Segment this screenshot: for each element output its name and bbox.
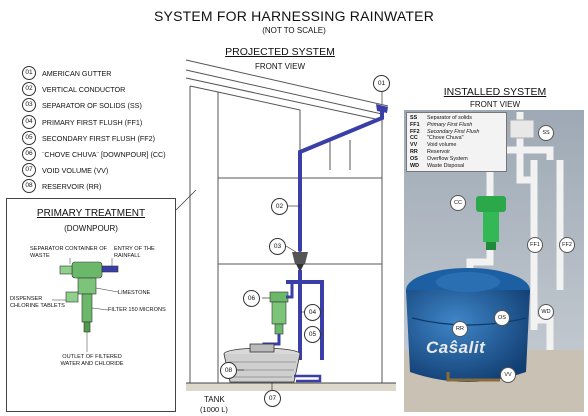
legend-number: 07 xyxy=(22,163,36,177)
legend-item: 07 VOID VOLUME (VV) xyxy=(22,163,108,177)
legend-item: 01 AMERICAN GUTTER xyxy=(22,66,111,80)
callout-08: 08 xyxy=(220,362,237,379)
legend-label: PRIMARY FIRST FLUSH (FF1) xyxy=(42,117,143,127)
legend-item: 02 VERTICAL CONDUCTOR xyxy=(22,82,125,96)
photo-legend-row: RR Reservoir xyxy=(410,149,503,156)
callout-03: 03 xyxy=(269,238,286,255)
photo-tag-ss: SS xyxy=(538,125,554,141)
photo-legend-abbr: VV xyxy=(410,142,418,149)
photo-legend-row: SS Separator of solids xyxy=(410,115,503,122)
tank-volume: (1000 L) xyxy=(200,405,228,414)
photo-tag-rr: RR xyxy=(452,321,468,337)
primary-treatment-subtitle: (DOWNPOUR) xyxy=(64,224,118,233)
legend-label: VERTICAL CONDUCTOR xyxy=(42,84,126,94)
photo-legend-desc: Secondary First Flush xyxy=(427,128,480,135)
tank-brand-logo: Caŝalit xyxy=(426,338,486,357)
photo-legend-abbr: FF2 xyxy=(410,128,420,135)
photo-tag-os: OS xyxy=(494,310,510,326)
callout-04: 04 xyxy=(304,304,321,321)
callout-07: 07 xyxy=(264,390,281,407)
legend-item: 03 SEPARATOR OF SOLIDS (SS) xyxy=(22,98,142,112)
photo-legend-row: OS Overflow System xyxy=(410,156,503,163)
legend-item: 05 SECONDARY FIRST FLUSH (FF2) xyxy=(22,131,155,145)
legend-label: RESERVOIR (RR) xyxy=(42,181,102,191)
photo-legend-abbr: SS xyxy=(410,115,418,121)
legend-number: 03 xyxy=(22,98,36,112)
installed-subtitle: FRONT VIEW xyxy=(469,100,521,109)
vertical-conductor xyxy=(298,108,384,252)
treatment-leaders xyxy=(52,258,119,352)
legend-label: VOID VOLUME (VV) xyxy=(42,165,109,175)
legend-number: 02 xyxy=(22,82,36,96)
label-chlorine-dispenser: DISPENSER CHLORINE TABLETS xyxy=(10,296,65,309)
legend-label: SEPARATOR OF SOLIDS (SS) xyxy=(42,100,142,110)
ground xyxy=(186,383,396,391)
label-limestone: LIMESTONE xyxy=(118,290,151,296)
photo-legend-abbr: OS xyxy=(410,155,418,162)
photo-legend-desc: Void volume xyxy=(427,142,457,149)
photo-legend-row: FF1 Primary First Flush xyxy=(410,122,503,129)
downpour-detail-body xyxy=(59,261,119,333)
legend-number: 06 xyxy=(22,147,36,161)
photo-legend-abbr: WD xyxy=(410,162,419,169)
photo-legend-desc: Waste Disposal xyxy=(427,162,465,169)
tank-label: TANK xyxy=(204,395,225,404)
photo-tank xyxy=(406,268,530,382)
projected-title: PROJECTED SYSTEM xyxy=(225,46,335,58)
photo-legend-abbr: FF1 xyxy=(410,121,420,128)
photo-tag-cc: CC xyxy=(450,195,466,211)
installed-title: INSTALLED SYSTEM xyxy=(443,86,547,98)
primary-treatment-title: PRIMARY TREATMENT xyxy=(36,208,146,219)
label-rainfall-entry: ENTRY OF THE RAINFALL xyxy=(114,246,155,259)
photo-legend-desc: Overflow System xyxy=(427,155,468,162)
legend-item: 08 RESERVOIR (RR) xyxy=(22,179,101,193)
photo-legend-row: CC "Chove Chuva" xyxy=(410,135,503,142)
projected-subtitle: FRONT VIEW xyxy=(254,62,306,71)
photo-downpour xyxy=(476,196,506,250)
photo-legend-abbr: CC xyxy=(410,135,418,142)
legend-item: 04 PRIMARY FIRST FLUSH (FF1) xyxy=(22,115,142,129)
page-subtitle: (NOT TO SCALE) xyxy=(262,26,326,35)
photo-tag-ff1: FF1 xyxy=(527,237,543,253)
photo-separator xyxy=(509,119,535,139)
callout-05: 05 xyxy=(304,326,321,343)
page-title: SYSTEM FOR HARNESSING RAINWATER xyxy=(154,8,434,24)
photo-legend-desc: Separator of solids xyxy=(427,115,472,121)
house-structure xyxy=(185,59,389,385)
legend-number: 04 xyxy=(22,115,36,129)
photo-tag-ff2: FF2 xyxy=(559,237,575,253)
photo-legend-row: FF2 Secondary First Flush xyxy=(410,129,503,136)
legend-number: 08 xyxy=(22,179,36,193)
photo-legend: SS Separator of solids FF1 Primary First F… xyxy=(406,112,507,173)
photo-legend-row: VV Void volume xyxy=(410,142,503,149)
label-outlet: OUTLET OF FILTERED WATER AND CHLORIDE xyxy=(60,354,124,367)
callout-01: 01 xyxy=(373,75,390,92)
photo-legend-desc: "Chove Chuva" xyxy=(427,135,464,142)
photo-overflow-pipe xyxy=(446,372,500,382)
separator-of-solids xyxy=(292,252,308,270)
legend-number: 05 xyxy=(22,131,36,145)
label-separator-container: SEPARATOR CONTAINER OF WASTE xyxy=(30,246,107,259)
photo-legend-desc: Reservoir xyxy=(427,148,451,155)
photo-legend-row: WD Waste Disposal xyxy=(410,163,503,170)
photo-legend-desc: Primary First Flush xyxy=(427,121,473,128)
legend-label: SECONDARY FIRST FLUSH (FF2) xyxy=(42,133,156,143)
legend-label: AMERICAN GUTTER xyxy=(42,68,112,78)
void-volume-pipe xyxy=(294,374,322,383)
legend-number: 01 xyxy=(22,66,36,80)
photo-tag-vv: VV xyxy=(500,367,516,383)
legend-item: 06 ¨CHOVE CHUVA¨ [DOWNPOUR] (CC) xyxy=(22,147,166,161)
photo-legend-abbr: RR xyxy=(410,148,418,155)
legend-label: ¨CHOVE CHUVA¨ [DOWNPOUR] (CC) xyxy=(42,149,166,159)
callout-02: 02 xyxy=(271,198,288,215)
reservoir-tank xyxy=(223,343,301,383)
callout-06: 06 xyxy=(243,290,260,307)
photo-tag-wd: WD xyxy=(538,304,554,320)
label-filter: FILTER 150 MICRONS xyxy=(108,307,166,313)
